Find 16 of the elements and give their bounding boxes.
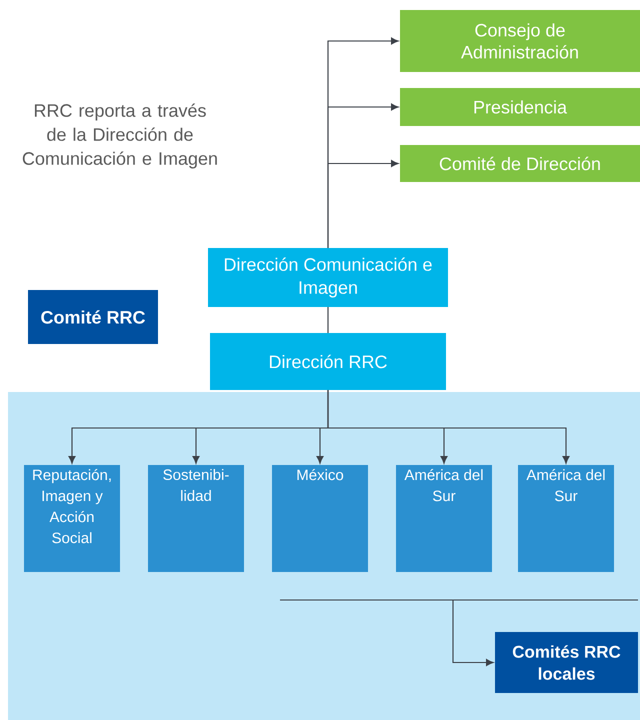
committee-box: Comité RRC <box>28 290 158 344</box>
department-box: Reputación, Imagen y Acción Social <box>24 465 120 572</box>
department-box: América del Sur <box>518 465 614 572</box>
department-box: América del Sur <box>396 465 492 572</box>
process-box: Dirección RRC <box>210 333 446 390</box>
connector-arrow <box>327 160 399 248</box>
connector-arrow <box>279 599 639 666</box>
process-box: Consejo de Administración <box>400 10 640 72</box>
note-text: RRC reporta a través de la Dirección de Comunicación e Imagen <box>22 104 217 168</box>
process-box: Presidencia <box>400 88 640 126</box>
process-box: Dirección Comunicación e Imagen <box>208 248 448 307</box>
department-box: México <box>272 465 368 572</box>
department-box: Sostenibi- lidad <box>148 465 244 572</box>
committee-box: Comités RRC locales <box>495 632 638 693</box>
process-box: Comité de Dirección <box>400 145 640 182</box>
connector-arrow <box>327 390 570 464</box>
